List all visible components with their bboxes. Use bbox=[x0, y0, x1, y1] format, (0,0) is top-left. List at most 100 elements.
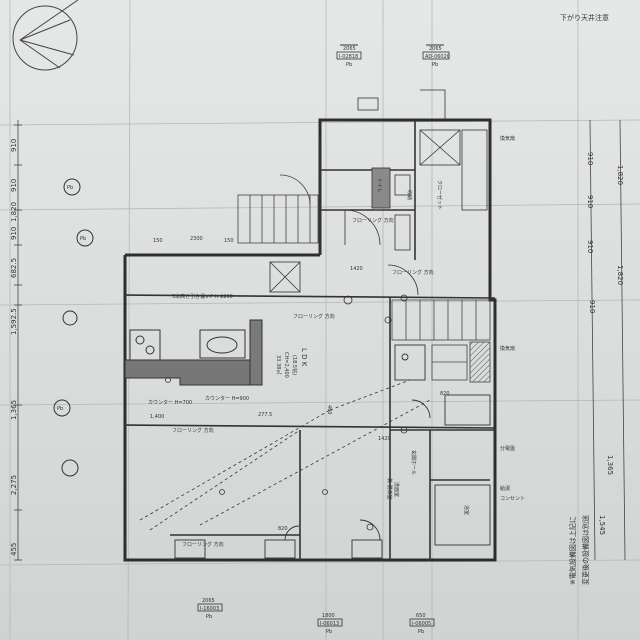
right-dimension-labels: 910 910 1,820 910 1,820 910 1,365 1,545 bbox=[586, 152, 624, 535]
top-marker-1: 2065 I-02818 Pb bbox=[336, 44, 362, 68]
left-marker-3: Pb bbox=[53, 310, 79, 477]
right-dim-4: 910 bbox=[586, 240, 594, 253]
left-dim-8: 2,275 bbox=[10, 475, 18, 495]
fixture-marks bbox=[165, 294, 408, 531]
dim-150a: 150 bbox=[153, 238, 163, 244]
interior-walls bbox=[124, 120, 496, 560]
flooring-c: フローリング 方向 bbox=[392, 269, 434, 276]
svg-text:650: 650 bbox=[416, 613, 426, 619]
door-swings bbox=[344, 89, 446, 296]
stair-top bbox=[237, 174, 319, 244]
svg-text:Pb: Pb bbox=[346, 62, 352, 68]
svg-text:I-06005: I-06005 bbox=[412, 621, 431, 627]
right-dim-7: 1,365 bbox=[606, 455, 614, 475]
room-closet: クローゼット bbox=[436, 180, 443, 210]
bottom-marker-2: 1800 I-06013 Pb bbox=[317, 613, 343, 635]
dashed-lines bbox=[139, 379, 431, 531]
room-washroom-sub: 兼 脱衣室 bbox=[386, 478, 393, 500]
left-dim-3: 1,820 bbox=[10, 202, 18, 222]
bottom-marker-1: 2065 I-16003 Pb bbox=[197, 598, 223, 620]
right-dim-6: 910 bbox=[588, 300, 596, 313]
room-ldk: L D K bbox=[300, 348, 308, 367]
dim-400: 400 bbox=[326, 405, 332, 415]
right-dimension-line bbox=[589, 119, 626, 561]
svg-text:I-02818: I-02818 bbox=[339, 54, 358, 60]
svg-text:Pb: Pb bbox=[418, 629, 424, 635]
bath-fixtures bbox=[394, 344, 491, 546]
north-arrow bbox=[12, 0, 79, 71]
right-tag-5: コンセント bbox=[500, 496, 525, 502]
top-right-note: 下がり天井注意 bbox=[560, 13, 609, 22]
bottom-fixtures bbox=[174, 519, 383, 559]
room-washroom: 洗面室 bbox=[393, 482, 400, 497]
plan-dimensions: 2300 150 150 1420 1420 400 3本高さ引き違いP H 2… bbox=[150, 236, 450, 532]
left-dim-7: 1,365 bbox=[10, 400, 18, 420]
upper-fixtures bbox=[269, 97, 488, 293]
stair-right bbox=[391, 299, 491, 383]
dim-2200: 3本高さ引き違いP H 2200 bbox=[172, 293, 233, 300]
left-dimension-labels: 910 910 1,820 910 682.5 1,592.5 1,365 2,… bbox=[10, 139, 18, 556]
svg-text:I-06013: I-06013 bbox=[320, 621, 339, 627]
svg-text:Pb: Pb bbox=[80, 236, 86, 242]
bottom-marker-3: 650 I-06005 Pb bbox=[409, 613, 435, 635]
right-dim-2: 910 bbox=[586, 195, 594, 208]
dim-2775: 277.5 bbox=[258, 412, 272, 418]
svg-text:Pb: Pb bbox=[432, 62, 438, 68]
right-tag-2: 換気扇 bbox=[500, 345, 515, 352]
left-dim-4: 910 bbox=[10, 227, 18, 240]
svg-text:Pb: Pb bbox=[326, 629, 332, 635]
right-dim-3: 1,820 bbox=[616, 165, 624, 185]
left-dim-6: 1,592.5 bbox=[10, 308, 18, 335]
left-dimension-line bbox=[14, 120, 22, 561]
svg-text:Pb: Pb bbox=[206, 614, 212, 620]
dim-820b: 820 bbox=[440, 391, 450, 397]
left-dim-9: 455 bbox=[10, 543, 18, 556]
room-labels: L D K (18.5帖) CH=2,400 33.38㎡ 洗面室 兼 脱衣室 … bbox=[275, 178, 470, 515]
left-marker-2: Pb bbox=[76, 229, 94, 247]
svg-text:2065: 2065 bbox=[202, 598, 215, 604]
svg-text:Pb: Pb bbox=[67, 185, 73, 191]
room-ldk-sqm: 33.38㎡ bbox=[275, 355, 282, 374]
svg-text:1800: 1800 bbox=[322, 613, 335, 619]
svg-text:※電気設備図は上記に: ※電気設備図は上記に bbox=[568, 516, 577, 585]
right-tag-3: 分電盤 bbox=[500, 445, 515, 452]
room-bath: 浴室 bbox=[463, 505, 470, 515]
room-wc: トイレ bbox=[376, 178, 382, 193]
note-box: 玄関ホール bbox=[410, 450, 417, 475]
right-dim-8: 1,545 bbox=[598, 515, 606, 535]
svg-text:AD-06020: AD-06020 bbox=[425, 54, 450, 60]
room-ldk-area: (18.5帖) bbox=[291, 355, 298, 375]
dim-1420b: 1420 bbox=[378, 436, 391, 442]
svg-text:変更後の設備図は別途: 変更後の設備図は別途 bbox=[581, 515, 590, 585]
counter-h700: カウンター H=700 bbox=[148, 399, 192, 406]
right-dim-1: 910 bbox=[586, 152, 594, 165]
dim-1400: 1,400 bbox=[150, 414, 164, 420]
dim-1420a: 1420 bbox=[350, 266, 363, 272]
left-dim-2: 910 bbox=[10, 179, 18, 192]
svg-text:2065: 2065 bbox=[343, 46, 356, 52]
svg-text:I-16003: I-16003 bbox=[200, 606, 219, 612]
flooring-d: フローリング 方向 bbox=[172, 427, 214, 434]
bottom-right-note: ※電気設備図は上記に 変更後の設備図は別途 bbox=[568, 515, 590, 585]
flooring-b: フローリング 方向 bbox=[352, 217, 394, 224]
top-marker-2: 2065 AD-06020 Pb bbox=[422, 44, 450, 68]
svg-text:2065: 2065 bbox=[429, 46, 442, 52]
room-storage: 収納 bbox=[406, 190, 413, 200]
annotations: フローリング 方向 フローリング 方向 フローリング 方向 フローリング 方向 … bbox=[148, 135, 525, 548]
dim-2300: 2300 bbox=[190, 236, 203, 242]
dim-150b: 150 bbox=[224, 238, 234, 244]
dim-820: 820 bbox=[278, 526, 288, 532]
right-dim-5: 1,820 bbox=[616, 265, 624, 285]
left-dim-1: 910 bbox=[10, 139, 18, 152]
left-marker-1: Pb bbox=[63, 178, 81, 196]
right-tag-1: 換気扇 bbox=[500, 135, 515, 142]
flooring-a: フローリング 方向 bbox=[293, 313, 335, 320]
right-tag-4: 給湯 bbox=[500, 485, 510, 492]
svg-text:Pb: Pb bbox=[57, 406, 63, 412]
counter-h900: カウンター H=900 bbox=[205, 395, 249, 402]
left-dim-5: 682.5 bbox=[10, 258, 18, 278]
flooring-e: フローリング 方向 bbox=[182, 541, 224, 548]
